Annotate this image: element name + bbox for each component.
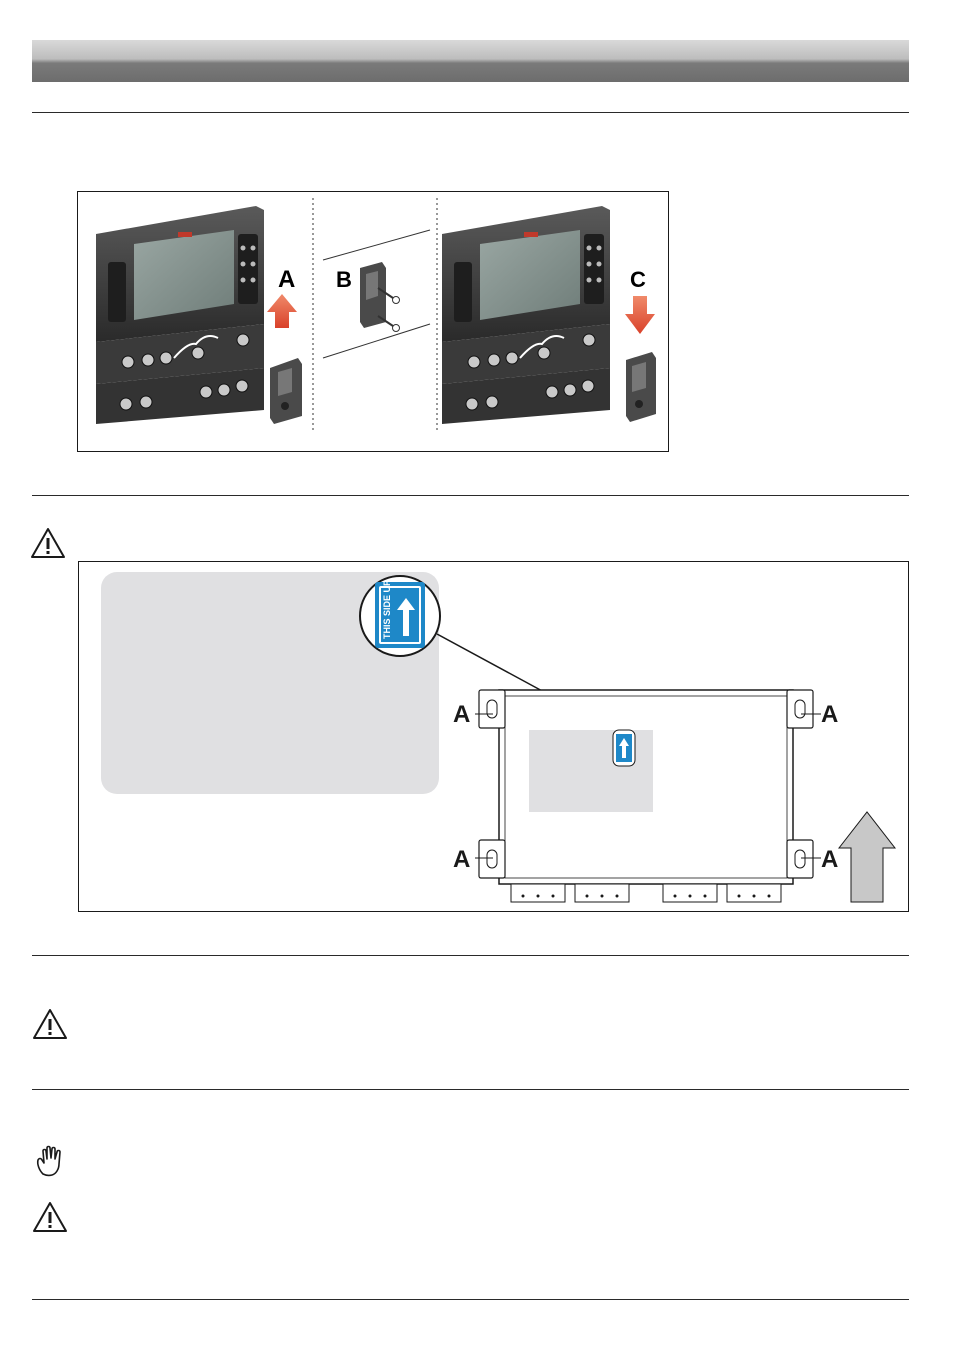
mount-label-a: A (453, 846, 471, 873)
bracket-screwed (360, 262, 400, 332)
warning-triangle-icon (33, 1009, 67, 1039)
bracket-right (626, 352, 656, 422)
label-b: B (336, 267, 352, 292)
mount-label-a: A (821, 701, 839, 728)
control-unit-left (96, 206, 264, 424)
sticker-text: THIS SIDE UP (382, 580, 392, 639)
hand-stop-icon (36, 1145, 61, 1177)
figure-orientation: THIS SIDE UP (78, 561, 909, 912)
figure-bracket-mounting: A B (77, 191, 669, 452)
control-unit-right (442, 206, 610, 424)
divider (32, 495, 909, 496)
divider (32, 955, 909, 956)
arrow-up-icon (267, 294, 297, 328)
bracket-left (270, 358, 302, 424)
warning-triangle-icon (31, 528, 65, 558)
bracket-mounting-illustration: A B (96, 198, 656, 432)
section-header-band (32, 40, 909, 82)
orientation-arrow-icon (837, 811, 897, 903)
mount-label-a: A (821, 846, 839, 873)
label-a: A (278, 266, 295, 293)
divider (32, 112, 909, 113)
warning-triangle-icon (33, 1202, 67, 1232)
control-box-illustration: THIS SIDE UP (359, 575, 897, 903)
divider (32, 1089, 909, 1090)
arrow-down-icon (625, 296, 655, 334)
mount-label-a: A (453, 701, 471, 728)
label-c: C (630, 267, 646, 292)
divider (32, 1299, 909, 1300)
